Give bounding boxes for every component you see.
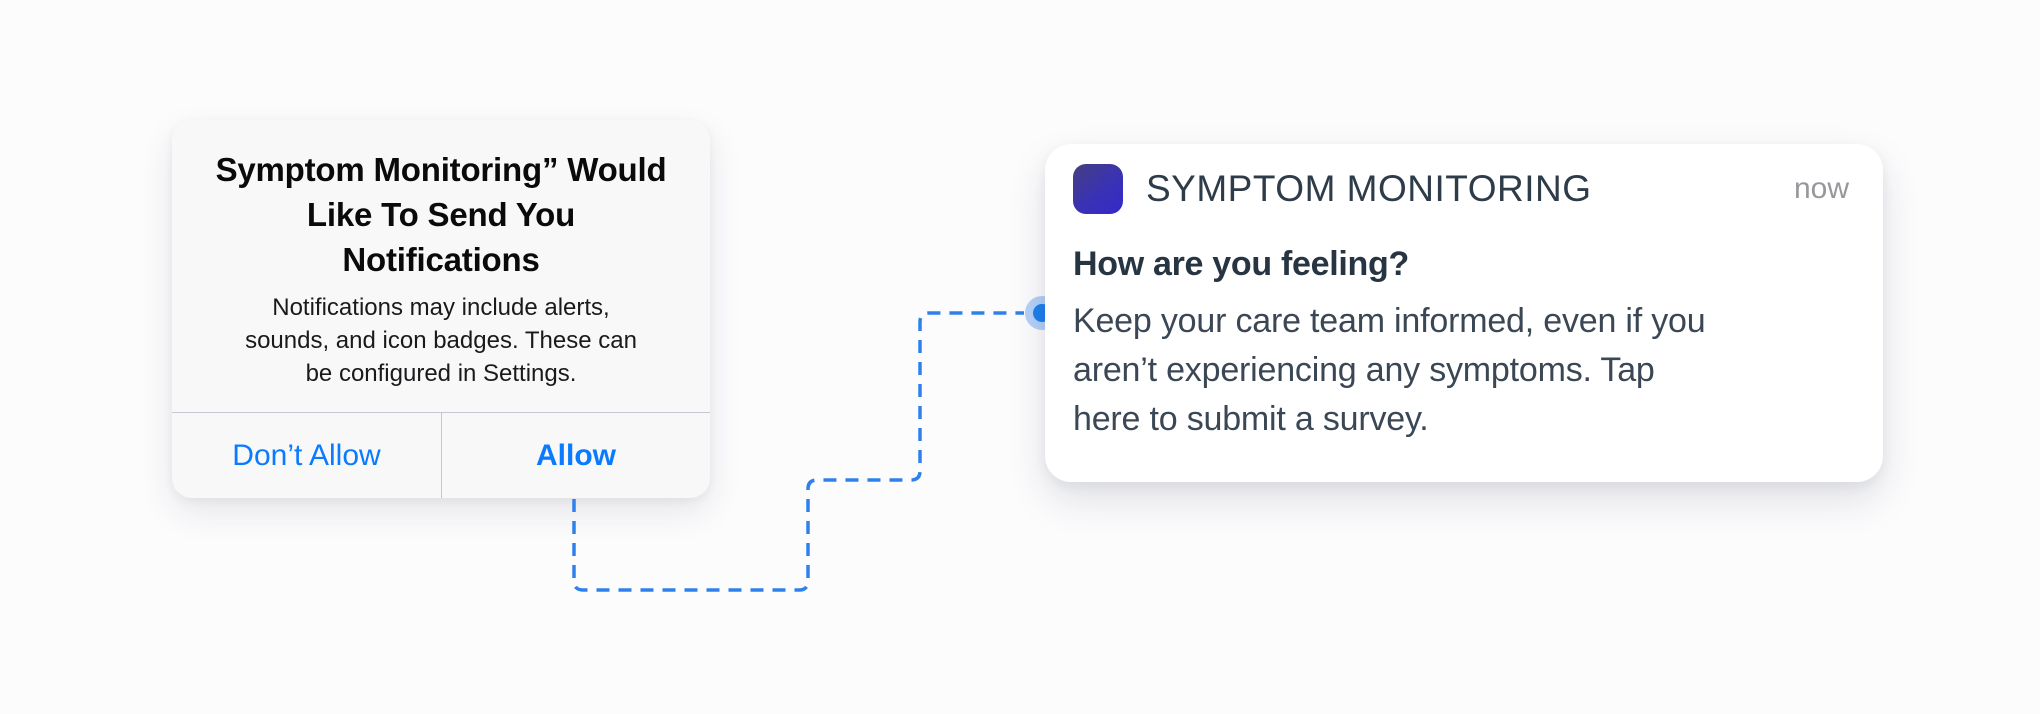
- notification-body: Keep your care team informed, even if yo…: [1073, 302, 1706, 438]
- notification-card[interactable]: SYMPTOM MONITORING now How are you feeli…: [1045, 144, 1883, 482]
- allow-button[interactable]: Allow: [441, 413, 710, 498]
- dont-allow-button[interactable]: Don’t Allow: [172, 413, 441, 498]
- notification-header: SYMPTOM MONITORING now: [1073, 164, 1849, 214]
- notification-permission-dialog: Symptom Monitoring” Would Like To Send Y…: [172, 120, 710, 498]
- dialog-body-text: Notifications may include alerts, sounds…: [245, 294, 637, 387]
- dialog-button-row: Don’t Allow Allow: [172, 412, 710, 498]
- dialog-title: Symptom Monitoring” Would Like To Send Y…: [215, 151, 667, 278]
- notification-app-name: SYMPTOM MONITORING: [1146, 168, 1592, 209]
- notification-timestamp: now: [1793, 172, 1849, 205]
- app-icon: [1073, 164, 1123, 214]
- notification-title: How are you feeling?: [1073, 245, 1409, 283]
- dialog-content: Symptom Monitoring” Would Like To Send Y…: [172, 120, 710, 390]
